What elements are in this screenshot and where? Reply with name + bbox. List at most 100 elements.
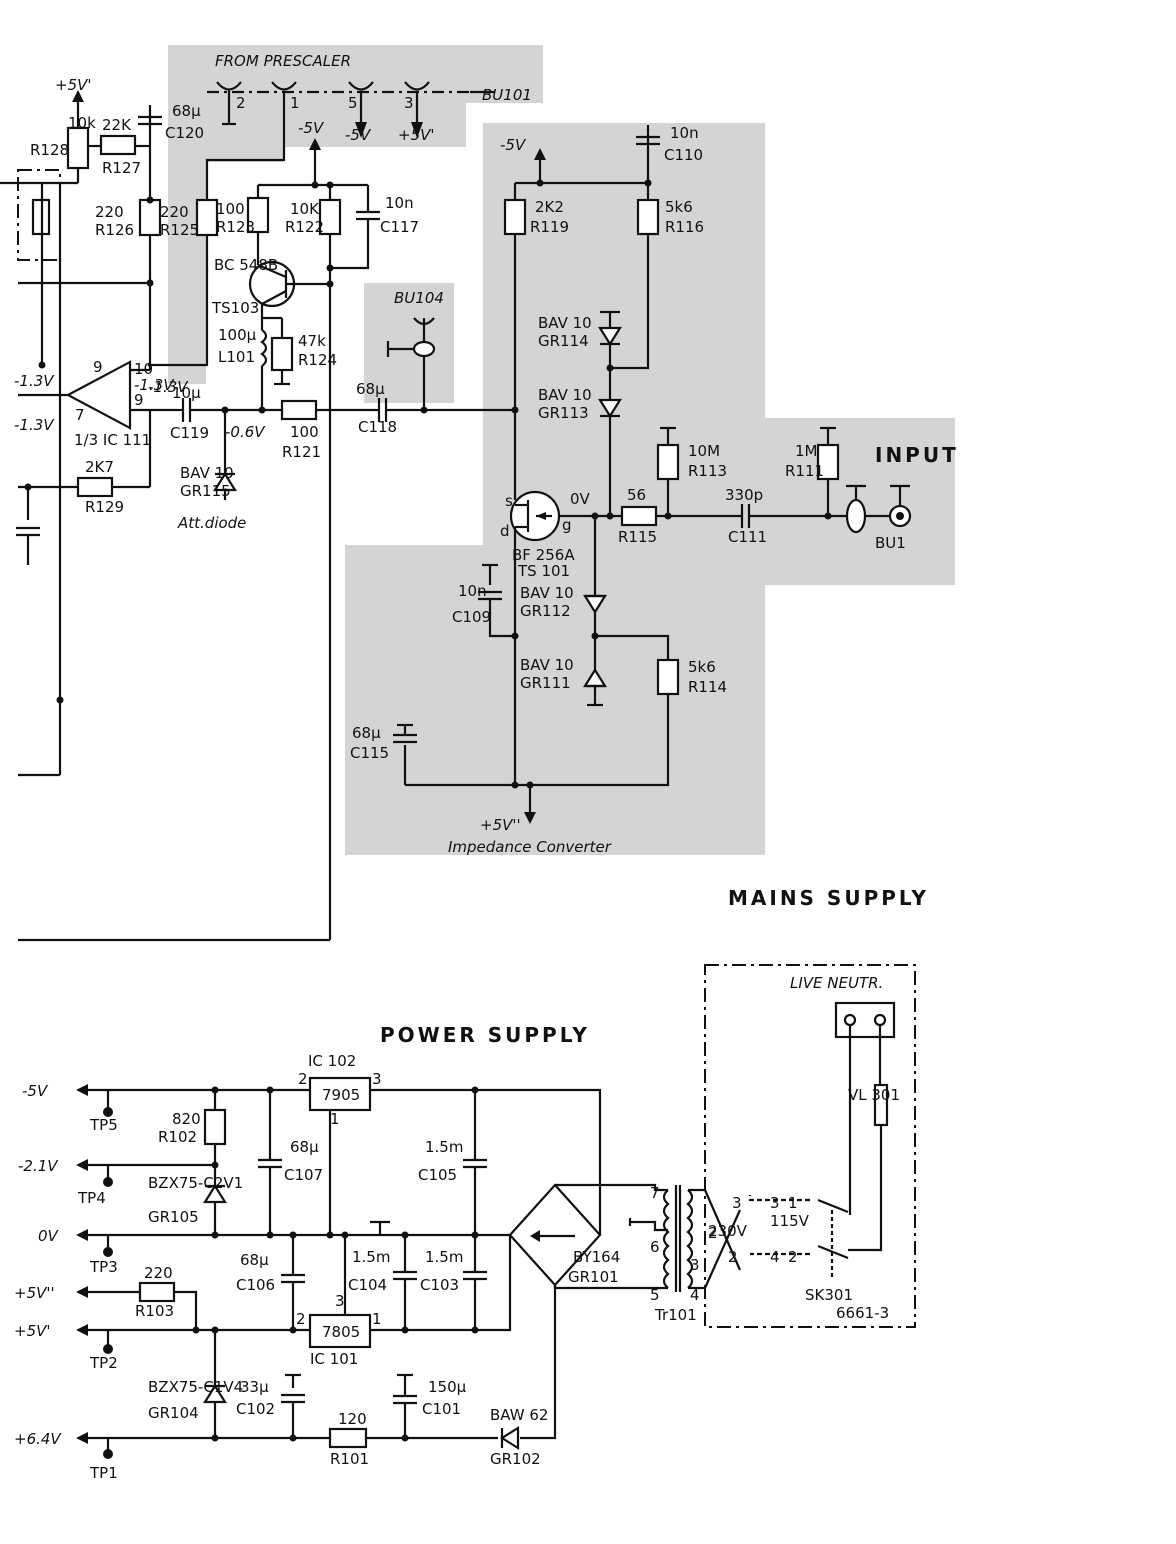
tp1-label: TP1 — [89, 1464, 118, 1482]
bu104-fork — [413, 317, 435, 326]
ts103-collector — [257, 263, 287, 279]
junction — [511, 781, 519, 789]
ic101-type: 7805 — [322, 1323, 360, 1341]
c109-bottom — [488, 599, 515, 638]
junction — [289, 1326, 297, 1334]
junction — [526, 781, 534, 789]
junction-dots — [24, 181, 428, 704]
junction — [211, 1326, 219, 1334]
l101-value: 100μ — [218, 326, 257, 344]
tp4-label: TP4 — [77, 1189, 106, 1207]
junction — [146, 279, 154, 287]
junction — [511, 632, 519, 640]
tap-3b: 3 — [732, 1194, 742, 1212]
arrow-m5v — [76, 1084, 88, 1096]
ic101-pin1: 1 — [372, 1310, 382, 1328]
rail-m1-3v: -1.3V — [148, 378, 189, 396]
gr112-label: GR112 — [520, 602, 571, 620]
r121-value: 100 — [290, 423, 319, 441]
c107-value: 68μ — [290, 1138, 319, 1156]
junction — [326, 181, 334, 189]
c103-label: C103 — [420, 1276, 459, 1294]
tr101-primary — [686, 1189, 694, 1289]
pin-3-arrow — [411, 122, 423, 138]
ic101-pin3: 3 — [335, 1292, 345, 1310]
live-neutr-label: LIVE NEUTR. — [790, 974, 883, 992]
gr112-type: BAV 10 — [520, 584, 574, 602]
rail-m0-6v: -0.6V — [225, 423, 266, 441]
arrow-m2v1 — [76, 1159, 88, 1171]
tp5-pad — [103, 1107, 113, 1117]
r102-value: 820 — [172, 1110, 201, 1128]
ts103-label: TS103 — [211, 299, 259, 317]
junction — [511, 406, 519, 414]
doc-number: 6661-3 — [836, 1304, 889, 1322]
gr105-label: GR105 — [148, 1208, 199, 1226]
c106-label: C106 — [236, 1276, 275, 1294]
c104-value: 1.5m — [352, 1248, 390, 1266]
tp2-label: TP2 — [89, 1354, 118, 1372]
junction — [824, 512, 832, 520]
gr102-type: BAW 62 — [490, 1406, 548, 1424]
bu1-shield — [845, 498, 867, 534]
ts101-s: s — [505, 492, 513, 510]
junction — [471, 1326, 479, 1334]
impedance-converter: -5V 10n C110 2K2 R119 5k6 R116 BAV 10 GR… — [350, 124, 959, 856]
junction — [38, 361, 46, 369]
r103-label: R103 — [135, 1302, 174, 1320]
r125-body — [195, 198, 219, 237]
r126-value: 220 — [95, 203, 124, 221]
rail-m1-3v-c: -1.3V — [134, 376, 175, 394]
sk301-blade-a — [817, 1198, 849, 1214]
c117-label: C117 — [380, 218, 419, 236]
tr-pin3: 3 — [690, 1256, 700, 1274]
r129-body — [76, 476, 114, 498]
r119-body — [503, 198, 527, 236]
tap-1-wire — [748, 1195, 810, 1202]
upper-left-circuit: 2 1 5 3 FROM PRESCALER BU101 -5V +5V' +5… — [0, 52, 532, 942]
c105-value: 1.5m — [425, 1138, 463, 1156]
junction — [606, 512, 614, 520]
gr102-label: GR102 — [490, 1450, 541, 1468]
arrow-p5v2 — [76, 1286, 88, 1298]
bu104-socket — [412, 340, 436, 358]
gr113-type: BAV 10 — [538, 386, 592, 404]
r124-label: R124 — [298, 351, 337, 369]
m5v-label-right: -5V — [500, 136, 527, 154]
ic111-symbol — [65, 360, 132, 430]
ic111-pin10: 10 — [134, 360, 153, 378]
p5v-top-label: +5V' — [55, 76, 92, 94]
junction — [24, 483, 32, 491]
input-label: INPUT — [875, 443, 959, 467]
minus5v-arrow — [309, 138, 321, 150]
sk301-label: SK301 — [805, 1286, 853, 1304]
junction — [326, 264, 334, 272]
impedance-converter-shade — [345, 123, 955, 855]
gr101-arrow — [530, 1230, 540, 1242]
gr114-type: BAV 10 — [538, 314, 592, 332]
r125-value: 220 — [160, 203, 189, 221]
mains-pin-b — [873, 1013, 887, 1027]
r116-body — [636, 198, 660, 236]
gr102-body — [499, 1426, 520, 1450]
tap-4: 4 — [770, 1248, 780, 1266]
from-prescaler-label: FROM PRESCALER — [215, 52, 351, 70]
pin-5-arrow — [355, 122, 367, 138]
c106-value: 68μ — [240, 1251, 269, 1269]
junction — [192, 1326, 200, 1334]
prescaler-shade — [168, 45, 543, 384]
ic101-label: IC 101 — [310, 1350, 358, 1368]
r115-label: R115 — [618, 528, 657, 546]
ts101-g: g — [562, 516, 572, 534]
power-supply: POWER SUPPLY BY164 GR101 7905 IC 102 3 2… — [14, 1023, 620, 1482]
r111-label: R111 — [785, 462, 824, 480]
gr104-body — [203, 1383, 227, 1404]
junction — [326, 280, 334, 288]
junction — [471, 1086, 479, 1094]
ic102-label: IC 102 — [308, 1052, 356, 1070]
c111-value: 330p — [725, 486, 763, 504]
r129-label: R129 — [85, 498, 124, 516]
tr-pin5: 5 — [650, 1286, 660, 1304]
junction — [311, 181, 319, 189]
tap-2a: 2 — [788, 1248, 798, 1266]
